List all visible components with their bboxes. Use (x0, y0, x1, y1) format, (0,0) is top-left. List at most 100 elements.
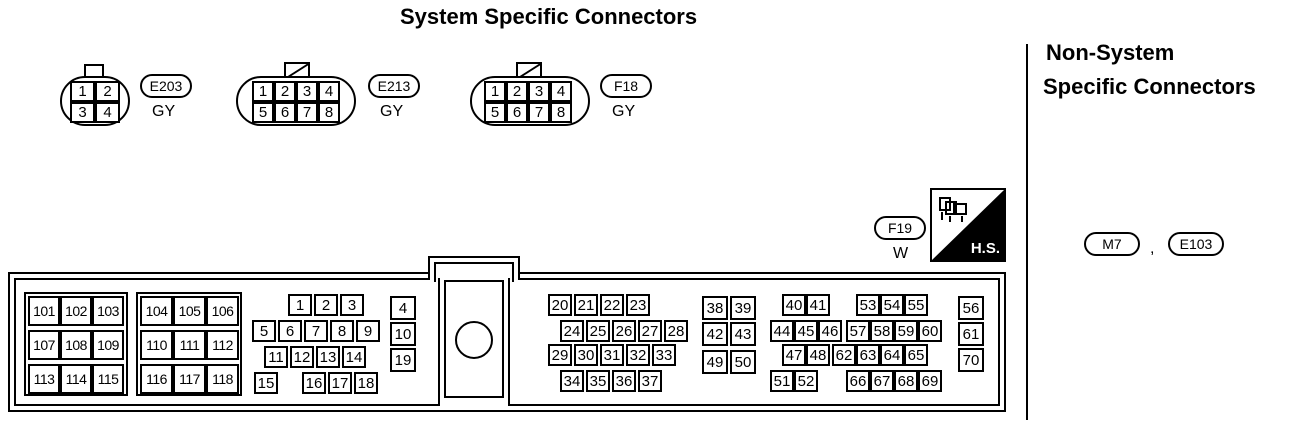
ecm-pin: 67 (870, 370, 894, 392)
f18-pin: 7 (528, 102, 550, 123)
ecm-pin: 29 (548, 344, 572, 366)
ecm-pin: 21 (574, 294, 598, 316)
ecm-pin: 23 (626, 294, 650, 316)
ecm-pin: 68 (894, 370, 918, 392)
ecm-pin: 34 (560, 370, 584, 392)
connector-id-m7: M7 (1084, 232, 1140, 256)
e213-pin: 6 (274, 102, 296, 123)
ecm-pin: 70 (958, 348, 984, 372)
ecm-pin: 8 (330, 320, 354, 342)
non-system-title-line2: Specific Connectors (1043, 74, 1256, 99)
ecm-pin: 40 (782, 294, 806, 316)
section-divider (1026, 44, 1028, 420)
ecm-pin: 63 (856, 344, 880, 366)
ecm-pin: 111 (173, 330, 206, 360)
e213-pin: 1 (252, 81, 274, 102)
ecm-pin: 54 (880, 294, 904, 316)
ecm-pin: 61 (958, 322, 984, 346)
ecm-pin: 101 (28, 296, 60, 326)
ecm-pin: 39 (730, 296, 756, 320)
connector-separator: , (1150, 240, 1155, 257)
f18-pin: 2 (506, 81, 528, 102)
ecm-pin: 113 (28, 364, 60, 394)
e213-pin: 8 (318, 102, 340, 123)
ecm-pin: 112 (206, 330, 239, 360)
ecm-pin: 104 (140, 296, 173, 326)
ecm-pin: 45 (794, 320, 818, 342)
ecm-pin: 46 (818, 320, 842, 342)
ecm-pin: 36 (612, 370, 636, 392)
ecm-pin: 41 (806, 294, 830, 316)
ecm-pin: 60 (918, 320, 942, 342)
ecm-pin: 28 (664, 320, 688, 342)
ecm-pin: 51 (770, 370, 794, 392)
ecm-pin: 115 (92, 364, 124, 394)
f18-pin: 1 (484, 81, 506, 102)
ecm-pin: 18 (354, 372, 378, 394)
ecm-pin: 55 (904, 294, 928, 316)
ecm-pin: 10 (390, 322, 416, 346)
connector-e213-latch (284, 62, 310, 78)
ecm-pin: 44 (770, 320, 794, 342)
hs-connector-icon: H.S. (930, 188, 1006, 262)
ecm-pin: 13 (316, 346, 340, 368)
system-specific-title: System Specific Connectors (400, 4, 698, 29)
ecm-pin: 38 (702, 296, 728, 320)
e213-pin: 7 (296, 102, 318, 123)
ecm-pin-group-2-frame (136, 292, 242, 396)
connector-id-e213: E213 (368, 74, 420, 98)
ecm-pin: 4 (390, 296, 416, 320)
ecm-pin: 3 (340, 294, 364, 316)
ecm-pin: 27 (638, 320, 662, 342)
ecm-pin-group-1-frame (24, 292, 128, 396)
f18-pin: 3 (528, 81, 550, 102)
f18-pin: 8 (550, 102, 572, 123)
ecm-pin: 11 (264, 346, 288, 368)
ecm-pin: 26 (612, 320, 636, 342)
ecm-pin: 7 (304, 320, 328, 342)
f18-pin: 6 (506, 102, 528, 123)
connector-id-f19: F19 (874, 216, 926, 240)
ecm-pin: 102 (60, 296, 92, 326)
ecm-pin: 2 (314, 294, 338, 316)
hs-label: H.S. (970, 240, 1000, 257)
ecm-pin: 25 (586, 320, 610, 342)
ecm-pin: 107 (28, 330, 60, 360)
ecm-pin: 110 (140, 330, 173, 360)
ecm-pin: 109 (92, 330, 124, 360)
connector-f18-latch (516, 62, 542, 78)
connector-color-f19: W (893, 245, 909, 262)
ecm-pin: 1 (288, 294, 312, 316)
ecm-pin: 56 (958, 296, 984, 320)
e203-pin: 3 (70, 102, 95, 123)
e213-pin: 5 (252, 102, 274, 123)
ecm-pin: 62 (832, 344, 856, 366)
ecm-pin: 42 (702, 322, 728, 346)
ecm-pin: 106 (206, 296, 239, 326)
e203-pin: 1 (70, 81, 95, 102)
ecm-pin: 108 (60, 330, 92, 360)
ecm-pin: 6 (278, 320, 302, 342)
ecm-pin: 12 (290, 346, 314, 368)
ecm-pin: 22 (600, 294, 624, 316)
ecm-pin: 31 (600, 344, 624, 366)
ecm-pin: 50 (730, 350, 756, 374)
ecm-pin: 19 (390, 348, 416, 372)
ecm-pin: 64 (880, 344, 904, 366)
ecm-pin: 24 (560, 320, 584, 342)
connector-id-f18: F18 (600, 74, 652, 98)
ecm-pin: 43 (730, 322, 756, 346)
ecm-pin: 58 (870, 320, 894, 342)
e213-pin: 3 (296, 81, 318, 102)
ecm-pin: 118 (206, 364, 239, 394)
e203-pin: 4 (95, 102, 120, 123)
ecm-pin: 57 (846, 320, 870, 342)
ecm-pin: 5 (252, 320, 276, 342)
ecm-pin: 52 (794, 370, 818, 392)
ecm-pin: 66 (846, 370, 870, 392)
ecm-pin: 103 (92, 296, 124, 326)
ecm-pin: 47 (782, 344, 806, 366)
ecm-pin: 116 (140, 364, 173, 394)
ecm-pin: 53 (856, 294, 880, 316)
f18-pin: 4 (550, 81, 572, 102)
